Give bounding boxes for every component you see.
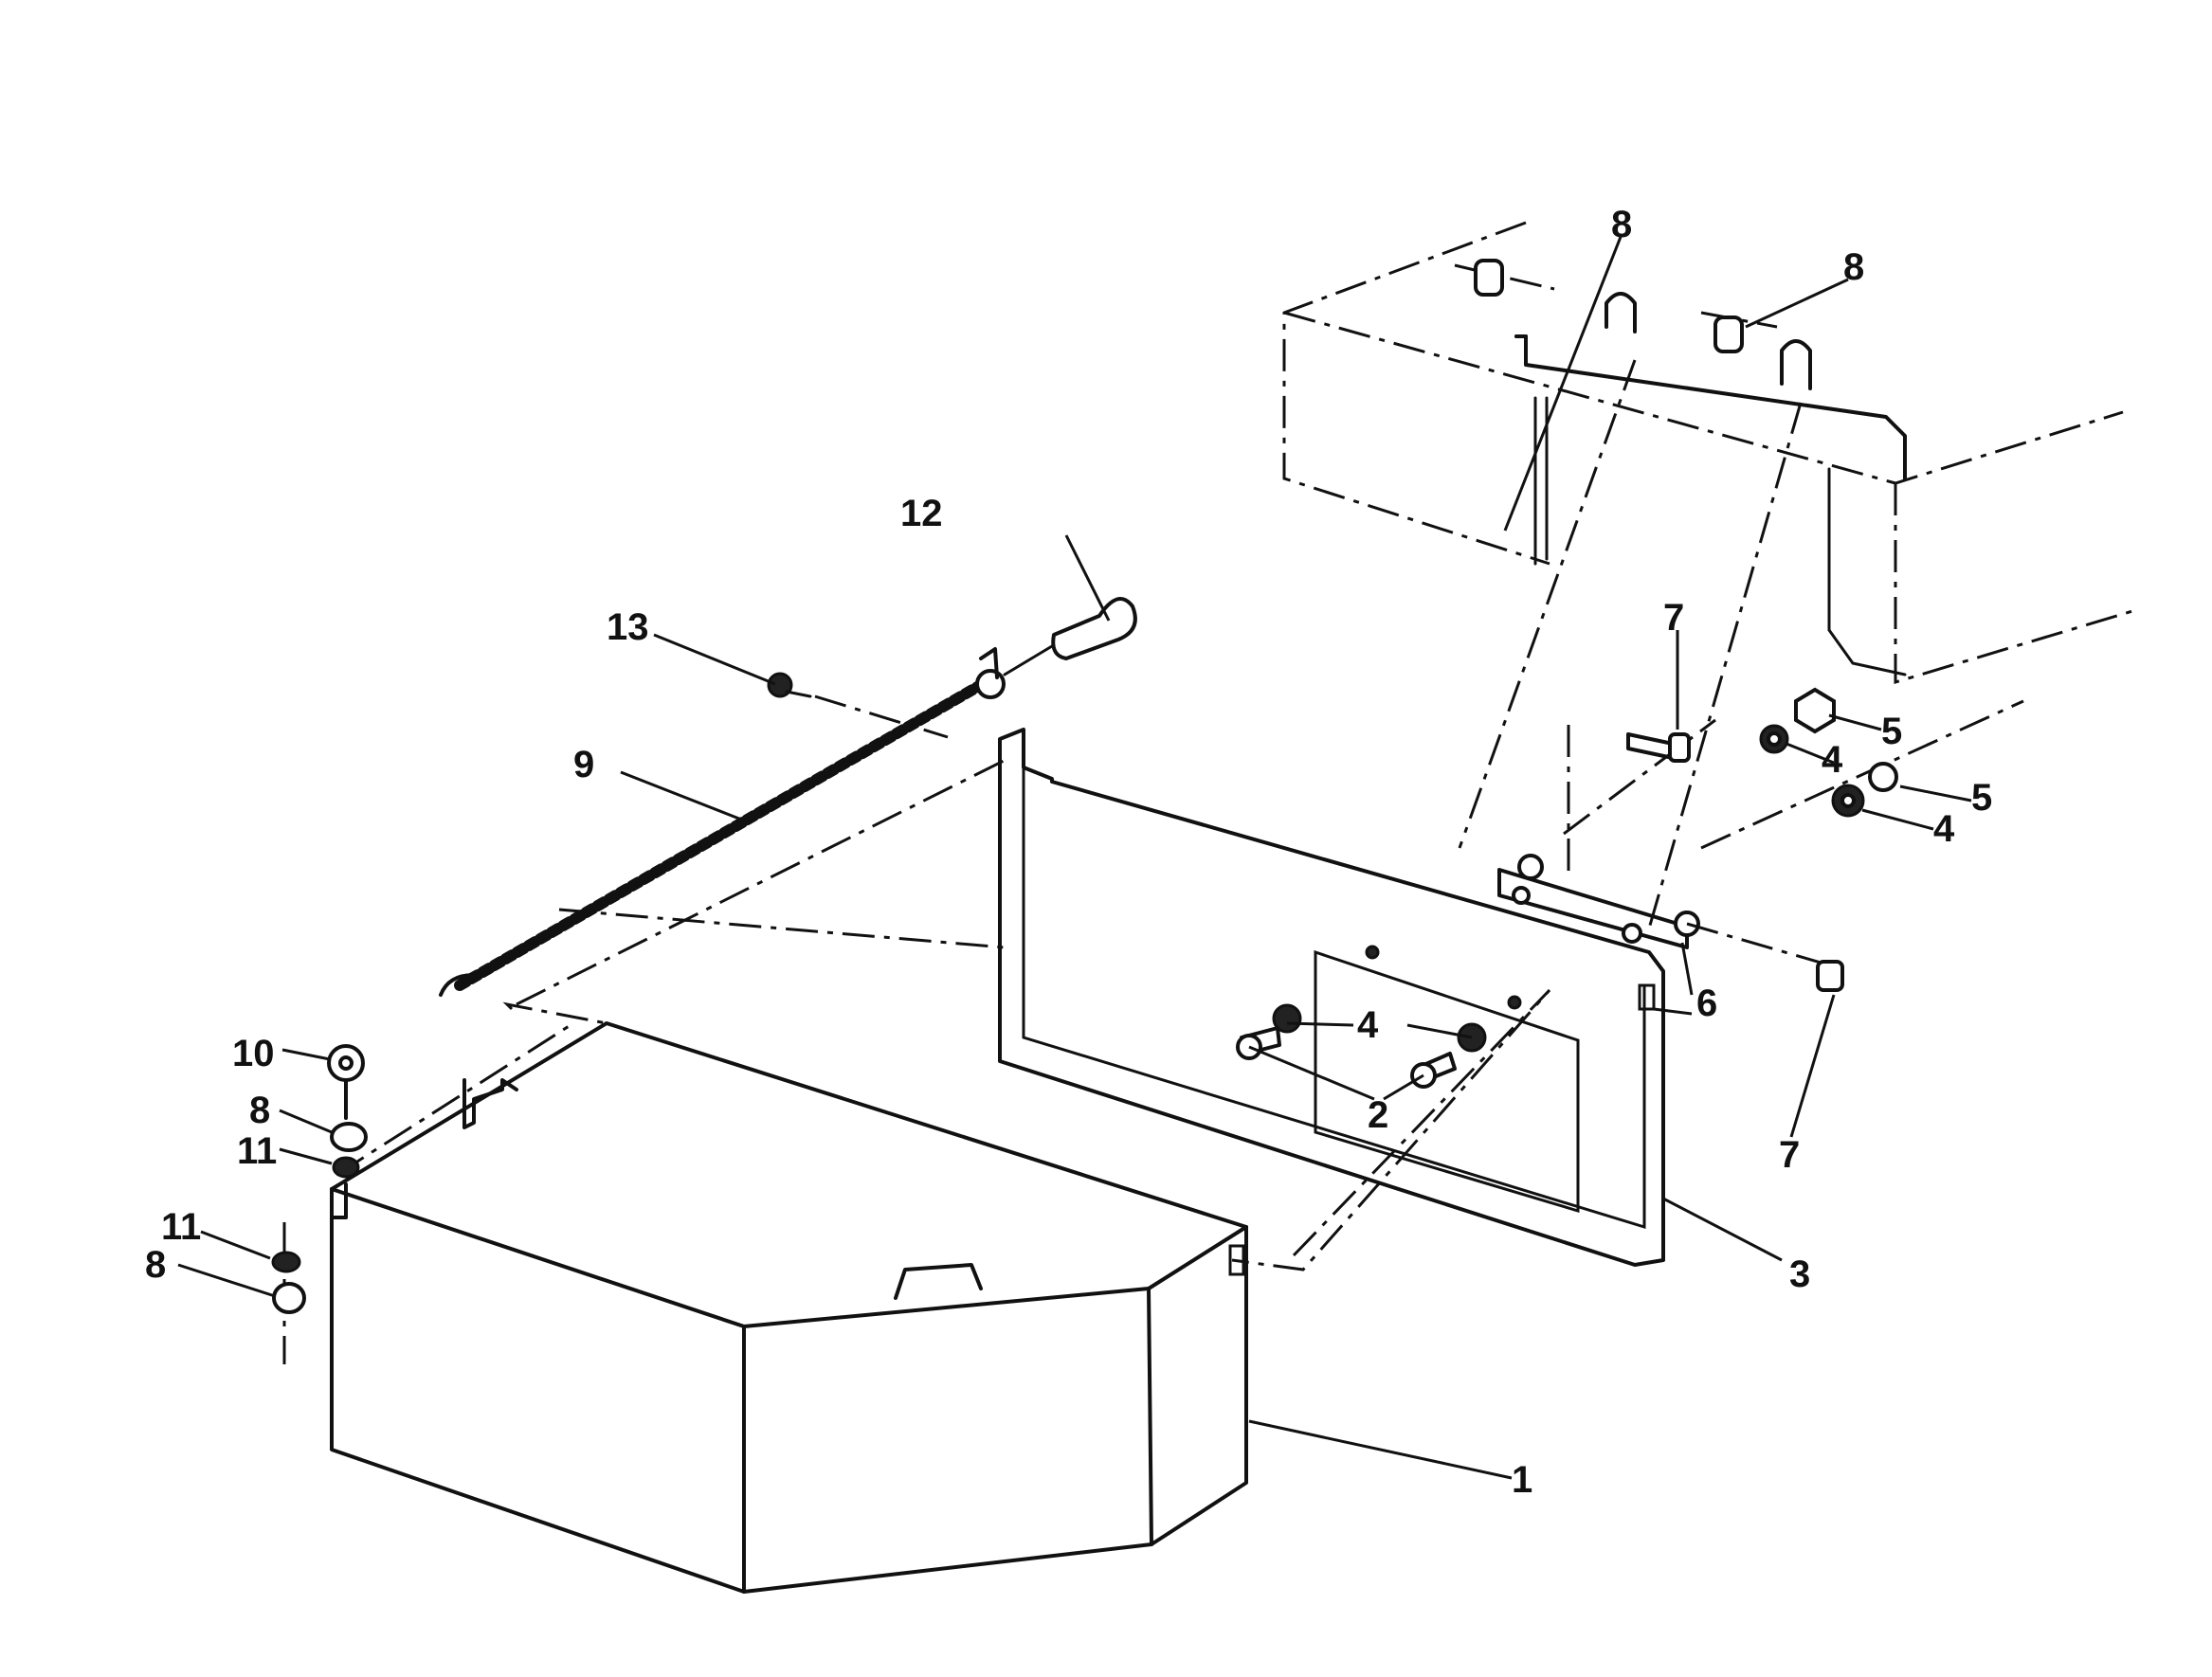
callout-4-front: 4	[1357, 1004, 1379, 1046]
callout-3: 3	[1789, 1253, 1810, 1295]
callout-5-upper: 5	[1881, 711, 1902, 752]
suitcase-weight	[330, 1021, 1248, 1594]
hardware	[271, 259, 1898, 1314]
tractor-frame-phantom	[1282, 221, 2133, 685]
callout-6: 6	[1696, 983, 1717, 1024]
callout-11-lower: 11	[161, 1206, 201, 1248]
callout-8-left-lower: 8	[145, 1244, 166, 1286]
nut-top-right-icon	[1713, 316, 1744, 353]
weight-bracket	[998, 728, 1665, 1267]
callout-8-left-upper: 8	[249, 1090, 270, 1131]
callout-7-lower: 7	[1779, 1134, 1800, 1176]
nut-top-left-icon	[1474, 259, 1504, 297]
callout-7-upper: 7	[1663, 597, 1684, 639]
callout-labels: 1 2 3 4 4 4 5 5 6 7 7 8 8 8 8 9 10 11 11…	[145, 204, 1992, 1501]
callout-1: 1	[1512, 1459, 1532, 1501]
callout-8-top-right: 8	[1843, 246, 1864, 288]
callout-9: 9	[573, 744, 594, 785]
callout-4-lower: 4	[1933, 808, 1955, 850]
callout-11-upper: 11	[237, 1130, 277, 1172]
callout-10: 10	[232, 1033, 275, 1074]
callout-5-lower: 5	[1971, 777, 1992, 819]
callout-13: 13	[607, 606, 649, 648]
leader-lines	[177, 236, 1972, 1480]
callout-2: 2	[1368, 1094, 1388, 1136]
callout-8-top-left: 8	[1611, 204, 1632, 245]
callout-4-upper: 4	[1822, 739, 1843, 781]
mounting-bracket	[1458, 359, 1803, 949]
callout-12: 12	[900, 493, 943, 534]
